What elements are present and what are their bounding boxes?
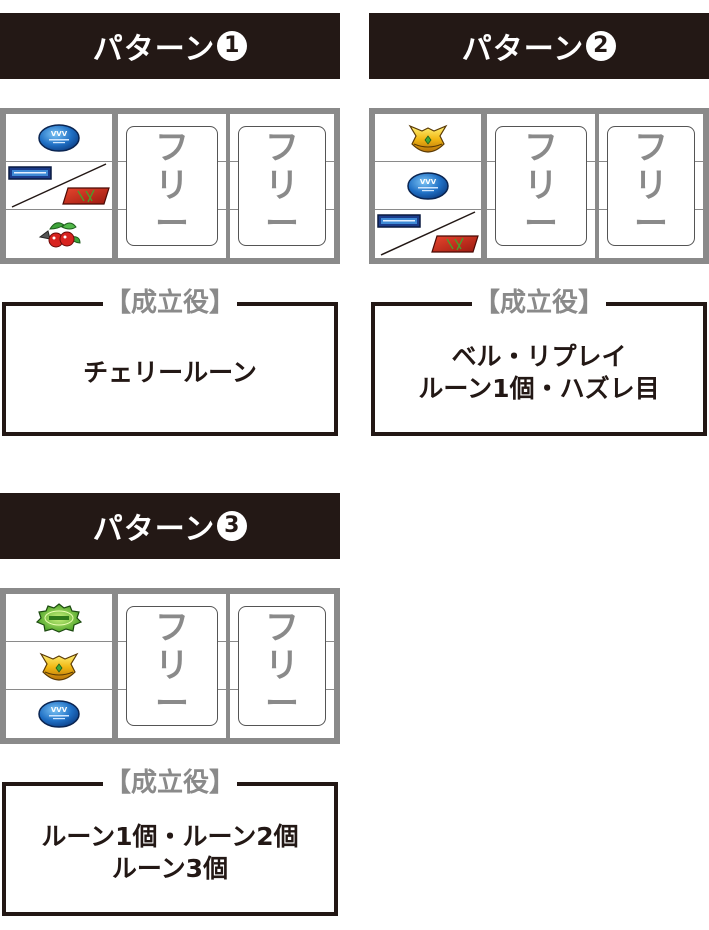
center-reel: フ リ ー (118, 594, 226, 738)
reel-cell-middle (6, 642, 112, 689)
red-seven-icon (62, 187, 110, 205)
free-reel-card: フ リ ー (238, 606, 326, 726)
cell-divider (375, 161, 481, 162)
free-char: フ (265, 128, 299, 168)
blue-oval-replay-icon: VVV (407, 171, 449, 200)
cell-divider (6, 689, 112, 690)
result-label: 【成立役】 (471, 286, 607, 320)
free-char: フ (155, 128, 189, 168)
free-char: リ (265, 166, 299, 206)
free-char: リ (155, 166, 189, 206)
right-reel: フ リ ー (230, 594, 334, 738)
result-label: 【成立役】 (102, 766, 238, 800)
cell-divider (6, 161, 112, 162)
green-rune-icon (36, 602, 82, 633)
result-box: 【成立役】 ベル・リプレイ ルーン1個・ハズレ目 (371, 286, 707, 436)
free-char: フ (524, 128, 558, 168)
reel-cell-middle (6, 162, 112, 209)
blue-bar-icon (377, 214, 421, 228)
free-char: リ (265, 646, 299, 686)
result-line: ベル・リプレイ (451, 342, 627, 371)
cell-divider (6, 641, 112, 642)
svg-text:VVV: VVV (51, 706, 68, 714)
free-char: フ (155, 608, 189, 648)
reel-cell-bottom (375, 210, 481, 257)
free-char: フ (265, 608, 299, 648)
pattern-title: パターン (92, 512, 216, 547)
left-reel: VVV (6, 114, 112, 258)
free-reel-card: フ リ ー (238, 126, 326, 246)
reel-frame: VVV (0, 108, 340, 264)
result-box: 【成立役】 ルーン1個・ルーン2個 ルーン3個 (2, 766, 338, 916)
reel-frame: VVV (369, 108, 709, 264)
blue-oval-replay-icon: VVV (38, 123, 80, 152)
center-reel: フ リ ー (487, 114, 595, 258)
free-char: ー (634, 204, 668, 244)
reel-cell-middle: VVV (375, 162, 481, 209)
free-char: リ (634, 166, 668, 206)
left-reel: VVV (375, 114, 481, 258)
free-char: フ (634, 128, 668, 168)
pattern-title: パターン (92, 32, 216, 67)
result-box: 【成立役】 チェリールーン (2, 286, 338, 436)
reel-cell-bottom (6, 210, 112, 257)
cell-divider (375, 209, 481, 210)
reel-cell-top: VVV (6, 114, 112, 161)
cell-divider (6, 209, 112, 210)
diagonal-split-line (11, 163, 107, 208)
result-line: ルーン3個 (111, 854, 229, 883)
pattern-number-badge: 3 (217, 511, 248, 541)
gold-bell-icon (408, 124, 448, 153)
center-reel: フ リ ー (118, 114, 226, 258)
red-seven-icon (431, 235, 479, 253)
left-reel: VVV (6, 594, 112, 738)
free-char: ー (155, 204, 189, 244)
result-line: ルーン1個・ハズレ目 (418, 374, 660, 403)
result-line: チェリールーン (83, 358, 257, 387)
blue-oval-replay-icon: VVV (38, 699, 80, 728)
result-line: ルーン1個・ルーン2個 (41, 822, 299, 851)
reel-cell-top (6, 594, 112, 641)
pattern-number-badge: 2 (586, 31, 617, 61)
free-char: ー (155, 684, 189, 724)
svg-text:VVV: VVV (420, 178, 437, 186)
free-char: ー (265, 204, 299, 244)
free-reel-card: フ リ ー (495, 126, 587, 246)
blue-bar-icon (8, 166, 52, 180)
svg-text:VVV: VVV (51, 130, 68, 138)
pattern-number-badge: 1 (217, 31, 248, 61)
free-reel-card: フ リ ー (126, 126, 218, 246)
reel-cell-top (375, 114, 481, 161)
result-label: 【成立役】 (102, 286, 238, 320)
free-char: リ (524, 166, 558, 206)
reel-cell-bottom: VVV (6, 690, 112, 737)
free-char: リ (155, 646, 189, 686)
reel-frame: VVV フ リ ー フ リ ー (0, 588, 340, 744)
right-reel: フ リ ー (230, 114, 334, 258)
free-char: ー (524, 204, 558, 244)
free-reel-card: フ リ ー (607, 126, 695, 246)
pattern-title: パターン (461, 32, 585, 67)
cherry-icon (38, 221, 81, 247)
diagonal-split-line (380, 211, 476, 256)
free-reel-card: フ リ ー (126, 606, 218, 726)
gold-bell-icon (39, 652, 79, 681)
free-char: ー (265, 684, 299, 724)
right-reel: フ リ ー (599, 114, 703, 258)
